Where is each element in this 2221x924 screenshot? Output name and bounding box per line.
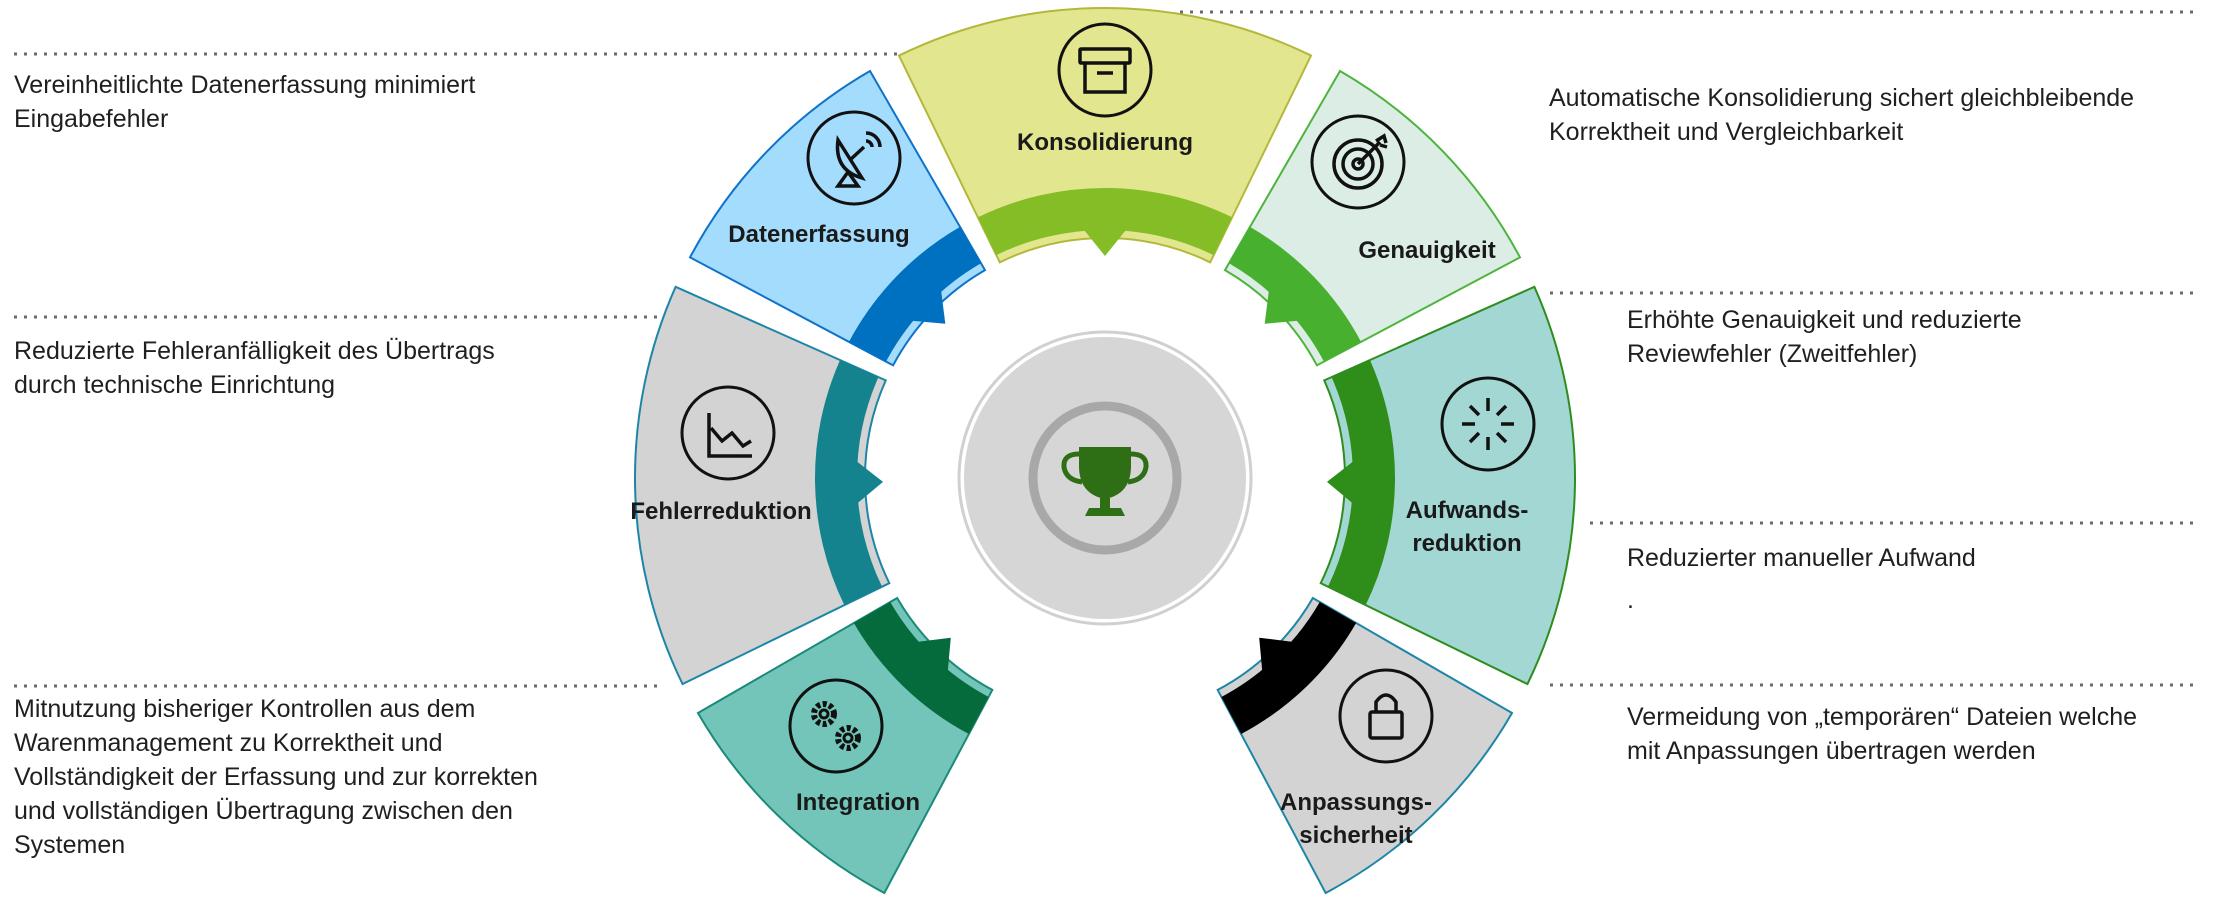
note-line: Vermeidung von „temporären“ Dateien welc… <box>1627 703 2137 731</box>
band-datenerfassung <box>848 226 981 362</box>
band-arrow-aufwandsreduktion <box>1326 460 1355 505</box>
note-line: Vollständigkeit der Erfassung und zur ko… <box>14 763 538 791</box>
segment-fehlerreduktion <box>634 285 891 686</box>
band-arrow-anpassungssicherheit <box>1259 637 1294 673</box>
loading-spinner-icon <box>1440 376 1536 472</box>
note-aufwandsreduktion: Reduzierter manueller Aufwand . <box>1627 541 2217 617</box>
center-hub <box>957 330 1253 626</box>
band-arrow-konsolidierung <box>1083 228 1127 256</box>
band-arrow-integration <box>916 637 951 673</box>
band-aufwandsreduktion <box>1327 360 1395 606</box>
segment-label-konsolidierung: Konsolidierung <box>1017 129 1193 156</box>
note-fehlerreduktion: Reduzierte Fehleranfälligkeit des Übertr… <box>14 334 654 402</box>
segment-label-aufwandsreduktion-2: reduktion <box>1412 530 1521 557</box>
satellite-dish-icon <box>806 110 902 206</box>
band-arrow-datenerfassung <box>910 289 946 324</box>
note-line: Vereinheitlichte Datenerfassung minimier… <box>14 71 476 99</box>
archive-box-icon <box>1057 22 1153 118</box>
note-line: Korrektheit und Vergleichbarkeit <box>1549 118 1904 146</box>
note-line: Warenmanagement zu Korrektheit und <box>14 729 443 757</box>
trophy-icon <box>1061 447 1149 516</box>
gears-icon <box>788 678 884 774</box>
segment-aufwandsreduktion <box>1319 285 1576 686</box>
note-line: Reviewfehler (Zweitfehler) <box>1627 340 1918 368</box>
note-line: Automatische Konsolidierung sichert glei… <box>1549 84 2135 112</box>
note-line: Reduzierte Fehleranfälligkeit des Übertr… <box>14 337 495 365</box>
band-fehlerreduktion <box>815 360 883 606</box>
band-arrow-fehlerreduktion <box>855 460 884 505</box>
note-line: Eingabefehler <box>14 105 169 133</box>
target-icon <box>1310 114 1406 210</box>
band-anpassungssicherheit <box>1221 602 1357 735</box>
band-genauigkeit <box>1229 226 1362 362</box>
band-arrow-genauigkeit <box>1264 289 1300 324</box>
note-line: mit Anpassungen übertragen werden <box>1627 737 2036 765</box>
segment-label-genauigkeit: Genauigkeit <box>1358 237 1495 264</box>
declining-chart-icon <box>680 385 776 481</box>
note-genauigkeit: Erhöhte Genauigkeit und reduzierte Revie… <box>1627 303 2217 371</box>
note-anpassungssicherheit: Vermeidung von „temporären“ Dateien welc… <box>1627 700 2217 768</box>
segment-konsolidierung <box>897 7 1313 264</box>
note-line: durch technische Einrichtung <box>14 371 336 399</box>
note-line: Reduzierter manueller Aufwand <box>1627 544 1976 572</box>
segment-label-integration: Integration <box>796 789 920 816</box>
note-integration: Mitnutzung bisheriger Kontrollen aus dem… <box>14 692 654 862</box>
note-line: Systemen <box>14 831 126 859</box>
note-line: Erhöhte Genauigkeit und reduzierte <box>1627 306 2022 334</box>
note-line: und vollständigen Übertragung zwischen d… <box>14 797 513 825</box>
band-konsolidierung <box>977 187 1233 256</box>
note-line: Mitnutzung bisheriger Kontrollen aus dem <box>14 695 476 723</box>
segment-label-aufwandsreduktion-1: Aufwands- <box>1406 497 1529 524</box>
note-konsolidierung: Automatische Konsolidierung sichert glei… <box>1549 81 2214 149</box>
segment-label-anpassungssicherheit-1: Anpassungs- <box>1280 789 1432 816</box>
segment-label-datenerfassung: Datenerfassung <box>728 221 909 248</box>
padlock-icon <box>1338 668 1434 764</box>
segment-label-fehlerreduktion: Fehlerreduktion <box>630 498 811 525</box>
note-datenerfassung: Vereinheitlichte Datenerfassung minimier… <box>14 68 654 136</box>
band-integration <box>853 602 989 735</box>
note-line: . <box>1627 586 1634 614</box>
segment-label-anpassungssicherheit-2: sicherheit <box>1299 822 1412 849</box>
